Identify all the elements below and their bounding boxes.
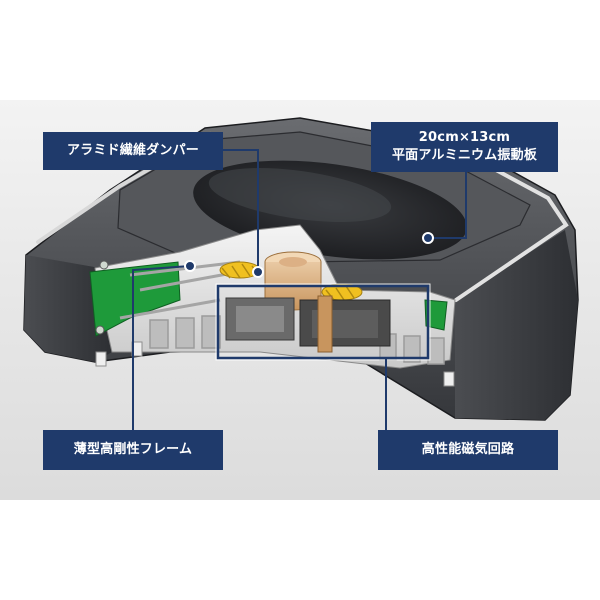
- diaphragm-highlight: [208, 168, 392, 222]
- frame-callout-line: [132, 265, 191, 430]
- magnetic-circuit-label-text: 高性能磁気回路: [421, 442, 515, 458]
- speaker-left-wall: [24, 255, 112, 362]
- speaker-right-wall: [455, 230, 578, 420]
- callout-lines: [132, 149, 467, 430]
- diaphragm-label: 20cm×13cm 平面アルミニウム振動板: [371, 122, 558, 172]
- magnetic-circuit-callout-box-outline: [215, 283, 431, 361]
- diaphragm-callout-line: [428, 172, 467, 239]
- frame-label-text: 薄型高剛性フレーム: [73, 442, 193, 458]
- frame-label: 薄型高剛性フレーム: [43, 430, 223, 470]
- support-feet: [95, 341, 455, 387]
- diaphragm-size-text: 20cm×13cm: [418, 130, 511, 146]
- magnetic-circuit-callout-box: [216, 284, 430, 360]
- damper-label: アラミド繊維ダンパー: [43, 132, 223, 170]
- frame-callout-dot: [184, 260, 196, 272]
- callout-dots: [184, 232, 434, 278]
- damper-callout-dot: [252, 266, 264, 278]
- damper-label-text: アラミド繊維ダンパー: [66, 143, 199, 159]
- damper-callout-line: [223, 149, 259, 268]
- rim-highlight-right: [454, 154, 569, 302]
- diaphragm-name-text: 平面アルミニウム振動板: [391, 148, 538, 163]
- magnetic-circuit-block: [225, 295, 391, 353]
- green-frame-left: [89, 261, 181, 337]
- magnetic-circuit-label: 高性能磁気回路: [378, 430, 558, 470]
- diaphragm-callout-dot: [422, 232, 434, 244]
